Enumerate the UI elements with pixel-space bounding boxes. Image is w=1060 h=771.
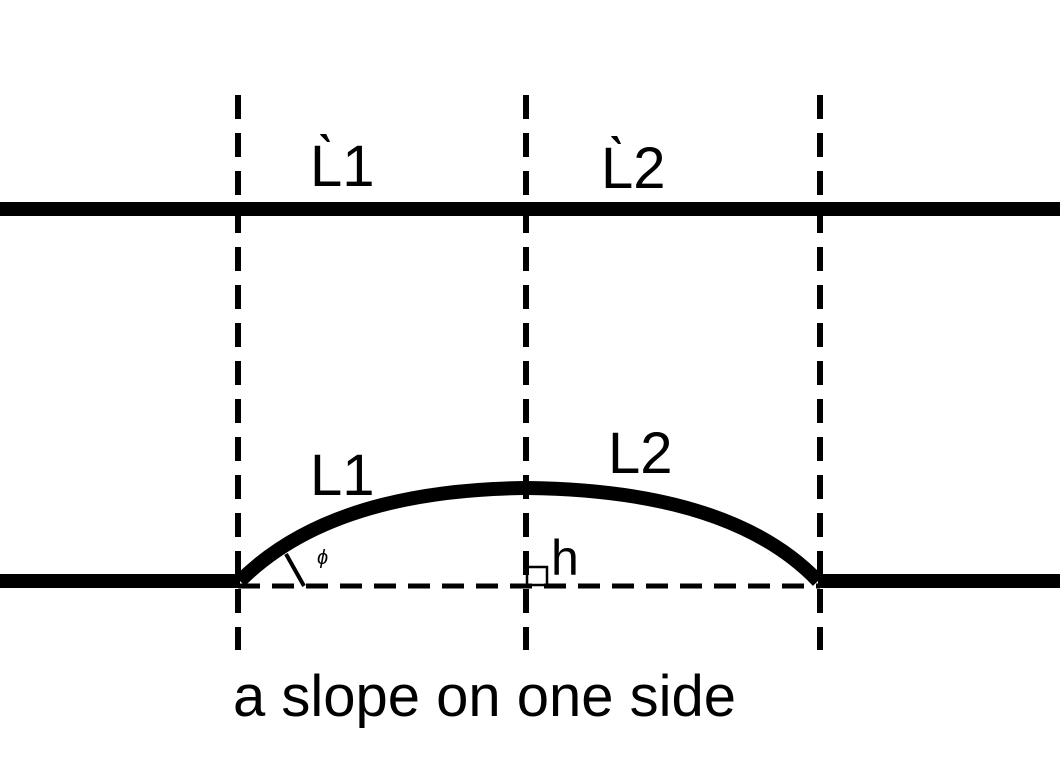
top-label-l1: L̀1 — [310, 134, 375, 199]
top-label-l2: L̀2 — [601, 136, 666, 201]
height-label: h — [551, 530, 579, 586]
arc-label-l1: L1 — [310, 443, 375, 508]
slope-arc — [235, 480, 824, 586]
angle-marker — [284, 553, 306, 587]
right-angle-marker — [525, 565, 549, 587]
arc-label-l2: L2 — [608, 421, 673, 486]
diagram-caption: a slope on one side — [233, 664, 736, 729]
angle-label: ϕ — [317, 547, 328, 569]
